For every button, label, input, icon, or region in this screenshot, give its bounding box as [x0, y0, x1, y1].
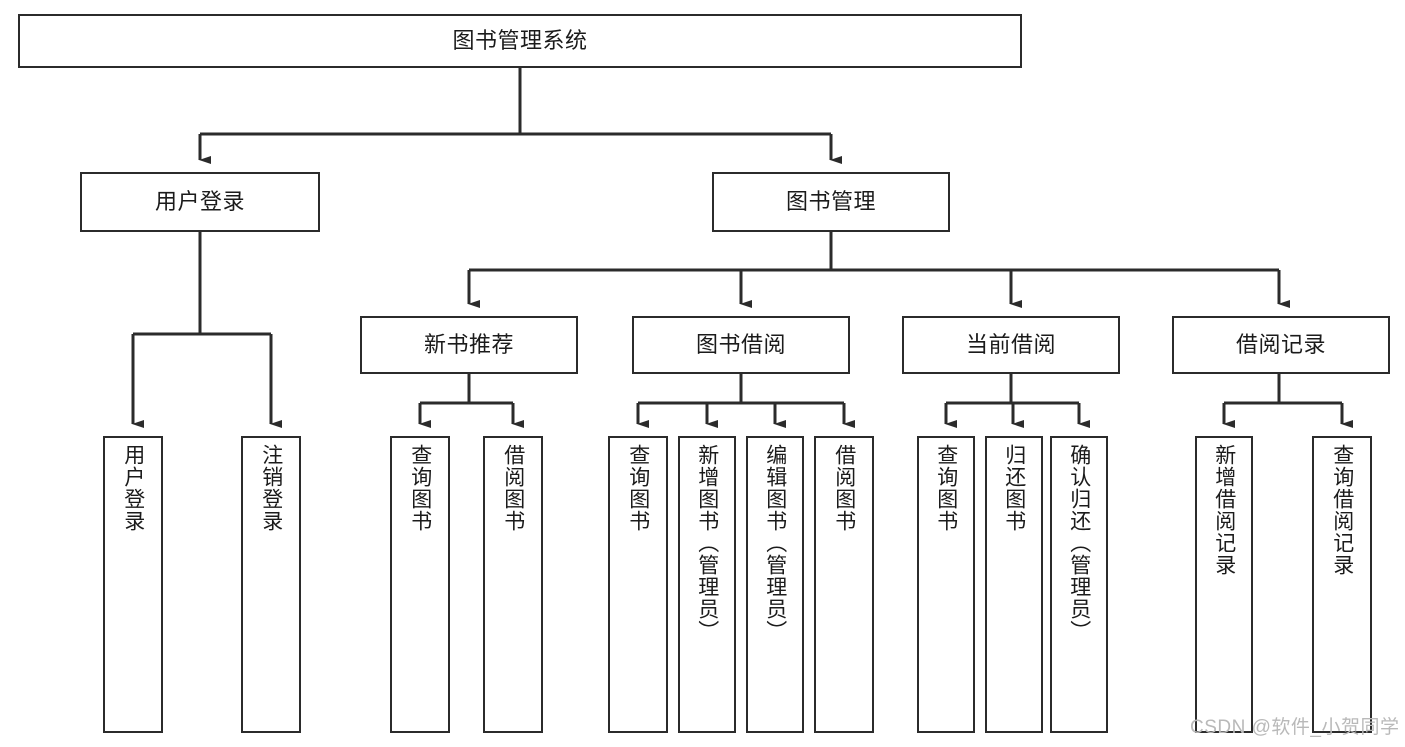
node-current-borrow-label: 当前借阅 — [965, 332, 1056, 358]
node-leaf-query-record[interactable]: 查询借阅记录 — [1312, 436, 1372, 733]
node-root-label: 图书管理系统 — [452, 28, 588, 54]
node-leaf-query-book-3-label: 查询图书 — [934, 444, 958, 532]
node-leaf-user-logout[interactable]: 注销登录 — [241, 436, 301, 733]
node-leaf-query-book-1-label: 查询图书 — [408, 444, 432, 532]
node-leaf-edit-book[interactable]: 编辑图书（管理员） — [746, 436, 804, 733]
node-book-manage[interactable]: 图书管理 — [712, 172, 950, 232]
node-leaf-user-login[interactable]: 用户登录 — [103, 436, 163, 733]
node-borrow-record[interactable]: 借阅记录 — [1172, 316, 1390, 374]
watermark: CSDN @软件_小贺同学 — [1190, 717, 1400, 738]
node-leaf-add-book-label: 新增图书（管理员） — [695, 444, 719, 642]
node-leaf-query-record-label: 查询借阅记录 — [1330, 444, 1354, 576]
node-leaf-return-book[interactable]: 归还图书 — [985, 436, 1043, 733]
node-leaf-add-record-label: 新增借阅记录 — [1212, 444, 1236, 576]
node-book-borrow-label: 图书借阅 — [695, 332, 786, 358]
node-leaf-add-record[interactable]: 新增借阅记录 — [1195, 436, 1253, 733]
node-current-borrow[interactable]: 当前借阅 — [902, 316, 1120, 374]
node-book-manage-label: 图书管理 — [785, 189, 876, 215]
node-leaf-borrow-book-1-label: 借阅图书 — [501, 444, 525, 532]
node-user-login[interactable]: 用户登录 — [80, 172, 320, 232]
node-leaf-add-book[interactable]: 新增图书（管理员） — [678, 436, 736, 733]
node-leaf-return-book-label: 归还图书 — [1002, 444, 1026, 532]
node-leaf-borrow-book-2[interactable]: 借阅图书 — [814, 436, 874, 733]
node-root[interactable]: 图书管理系统 — [18, 14, 1022, 68]
node-borrow-record-label: 借阅记录 — [1235, 332, 1326, 358]
node-book-borrow[interactable]: 图书借阅 — [632, 316, 850, 374]
node-leaf-query-book-3[interactable]: 查询图书 — [917, 436, 975, 733]
node-leaf-edit-book-label: 编辑图书（管理员） — [763, 444, 787, 642]
node-leaf-user-logout-label: 注销登录 — [259, 444, 283, 532]
node-leaf-confirm-return-label: 确认归还（管理员） — [1067, 444, 1091, 642]
node-leaf-query-book-2[interactable]: 查询图书 — [608, 436, 668, 733]
node-leaf-confirm-return[interactable]: 确认归还（管理员） — [1050, 436, 1108, 733]
node-new-book-recommend[interactable]: 新书推荐 — [360, 316, 578, 374]
node-leaf-user-login-label: 用户登录 — [121, 444, 145, 532]
node-leaf-borrow-book-1[interactable]: 借阅图书 — [483, 436, 543, 733]
node-leaf-query-book-2-label: 查询图书 — [626, 444, 650, 532]
node-leaf-query-book-1[interactable]: 查询图书 — [390, 436, 450, 733]
node-user-login-label: 用户登录 — [154, 189, 245, 215]
node-leaf-borrow-book-2-label: 借阅图书 — [832, 444, 856, 532]
node-new-book-recommend-label: 新书推荐 — [423, 332, 514, 358]
